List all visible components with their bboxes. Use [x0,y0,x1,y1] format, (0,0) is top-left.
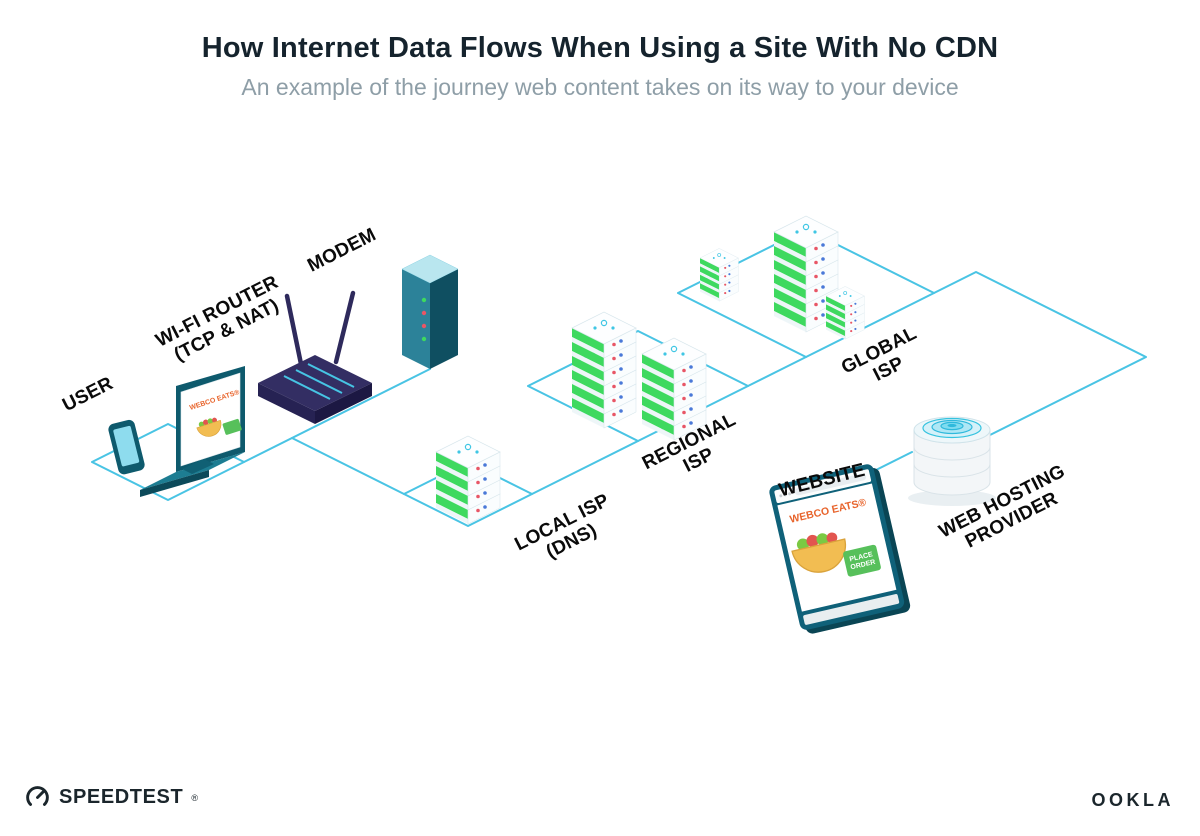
place-order-button-graphic [843,544,881,577]
speedtest-gauge-icon [26,786,49,806]
speedtest-wordmark: SPEEDTEST [59,786,184,808]
page-subtitle: An example of the journey web content ta… [241,74,959,100]
router-antenna-right [333,290,356,365]
web-hosting-illustration [908,416,996,506]
router-antenna-left [284,293,304,367]
line-user-to-modem [243,368,431,463]
line-regional-to-global [747,356,807,387]
local-isp-server-illustration [435,435,501,525]
line-global-to-hosting [933,271,1147,437]
browser-url-bar [794,473,867,496]
line-branch-to-local-isp [291,437,405,495]
line-local-to-regional [531,440,639,495]
ookla-logo: OOKLA [1091,790,1174,810]
website-illustration: WEBCO EATS® PLACE ORDER [769,464,911,634]
modem-illustration [401,254,459,369]
global-isp-servers-illustration [699,215,865,340]
wifi-router-illustration [258,290,372,424]
speedtest-logo: SPEEDTEST ® [24,784,198,811]
speedtest-trademark: ® [191,792,198,803]
phone-icon [108,419,145,475]
page-title: How Internet Data Flows When Using a Sit… [201,32,999,64]
header: How Internet Data Flows When Using a Sit… [0,32,1200,101]
laptop-illustration: WEBCO EATS® [108,366,245,497]
